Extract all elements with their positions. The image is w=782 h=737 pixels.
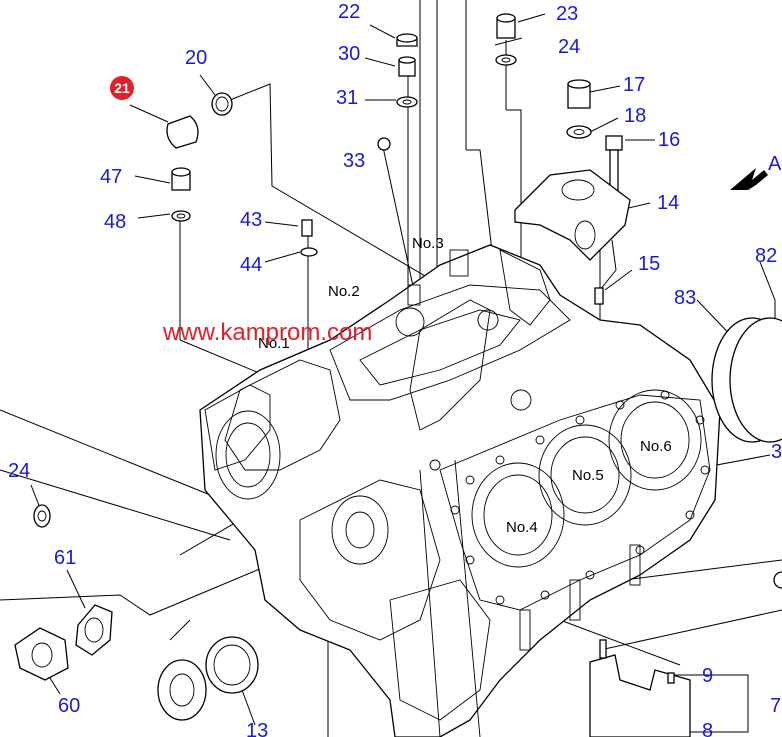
callout-15: 15 <box>638 253 660 275</box>
callout-47: 47 <box>100 166 122 188</box>
callout-22: 22 <box>338 1 360 23</box>
callout-82: 82 <box>755 245 777 267</box>
cylinder-label-no6: No.6 <box>640 438 672 455</box>
callout-7: 7 <box>770 695 781 717</box>
callout-31: 31 <box>336 87 358 109</box>
callout-30: 30 <box>338 43 360 65</box>
slot-label-no2: No.2 <box>328 283 360 300</box>
callout-24: 24 <box>558 36 580 58</box>
callout-labels: 20 22 30 31 33 23 24 17 18 16 14 15 47 4… <box>8 1 782 737</box>
callout-24-left: 24 <box>8 460 30 482</box>
callout-3: 3 <box>771 441 782 463</box>
callout-9: 9 <box>702 665 713 687</box>
cylinder-label-no4: No.4 <box>506 519 538 536</box>
badge-circle <box>110 76 134 100</box>
callout-8: 8 <box>702 720 713 737</box>
callout-83: 83 <box>674 287 696 309</box>
callout-60: 60 <box>58 695 80 717</box>
callout-23: 23 <box>556 3 578 25</box>
cylinder-block <box>199 244 721 737</box>
badge-number: 21 <box>114 80 130 96</box>
callout-14: 14 <box>657 192 679 214</box>
highlight-badge: 21 <box>110 76 134 100</box>
callout-18: 18 <box>624 105 646 127</box>
cylinder-label-no5: No.5 <box>572 467 604 484</box>
watermark-text: www.kamprom.com <box>162 319 372 346</box>
slot-label-no3: No.3 <box>412 235 444 252</box>
view-arrow-label: A <box>768 153 782 175</box>
callout-48: 48 <box>104 211 126 233</box>
small-parts <box>14 13 782 737</box>
position-labels: No.1 No.2 No.3 No.4 No.5 No.6 <box>258 235 672 536</box>
slot-label-no1: No.1 <box>258 335 290 352</box>
callout-61: 61 <box>54 547 76 569</box>
callout-44: 44 <box>240 254 262 276</box>
callout-43: 43 <box>240 209 262 231</box>
callout-13: 13 <box>246 720 268 737</box>
callout-20: 20 <box>185 47 207 69</box>
callout-17: 17 <box>623 74 645 96</box>
callout-16: 16 <box>658 129 680 151</box>
callout-33: 33 <box>343 150 365 172</box>
